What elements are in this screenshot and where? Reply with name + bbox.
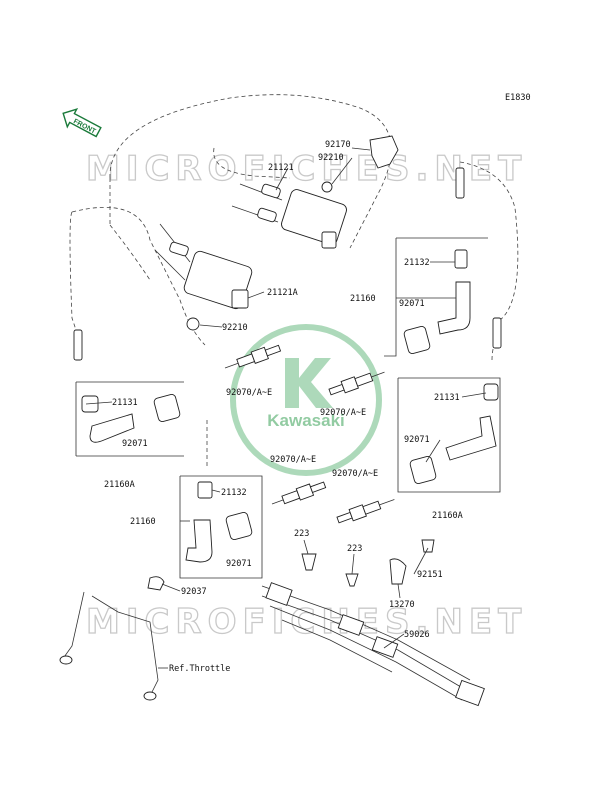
label-21132-low: 21132	[221, 488, 247, 498]
watermark-group: MICROFICHES.NET MICROFICHES.NET	[85, 148, 527, 642]
spark-plug-mid-left	[224, 344, 282, 369]
label-223-a: 223	[294, 529, 309, 539]
label-92070-low-right: 92070/A~E	[332, 469, 378, 479]
plug-cap-right-lower	[409, 383, 499, 484]
diagram-code: E1830	[505, 93, 531, 103]
part-labels: 92170 92210 21121 21121A 92210 21132 211…	[104, 140, 463, 674]
wiring-harness	[261, 539, 485, 707]
throttle-bracket	[59, 576, 165, 701]
label-92071-right-top: 92071	[399, 299, 425, 309]
label-92210-top: 92210	[318, 153, 344, 163]
label-21160A-left: 21160A	[104, 480, 135, 490]
label-21131-left: 21131	[112, 398, 138, 408]
label-59026: 59026	[404, 630, 430, 640]
spark-plug-low-right	[336, 499, 395, 524]
label-21160-right: 21160	[350, 294, 376, 304]
front-arrow-icon: FRONT	[62, 107, 102, 138]
label-92070-mid-right: 92070/A~E	[320, 408, 366, 418]
label-21121A: 21121A	[267, 288, 298, 298]
label-223-b: 223	[347, 544, 362, 554]
ignition-coil-lower	[154, 223, 253, 331]
logo-k-mark	[285, 358, 333, 408]
watermark-bottom: MICROFICHES.NET	[86, 602, 527, 642]
label-13270: 13270	[389, 600, 415, 610]
label-92151: 92151	[417, 570, 443, 580]
plug-cap-low	[185, 481, 253, 563]
label-92037: 92037	[181, 587, 207, 597]
label-21121: 21121	[268, 163, 294, 173]
leader-lines	[75, 147, 501, 669]
logo-ring	[230, 324, 382, 476]
spark-plug-low-left	[271, 481, 327, 505]
label-92210-mid: 92210	[222, 323, 248, 333]
label-21160A-right: 21160A	[432, 511, 463, 521]
label-92071-left: 92071	[122, 439, 148, 449]
label-92070-low-left: 92070/A~E	[270, 455, 316, 465]
label-92070-mid-left: 92070/A~E	[226, 388, 272, 398]
label-92170: 92170	[325, 140, 351, 150]
plug-cap-right-upper	[403, 167, 502, 354]
label-92071-low: 92071	[226, 559, 252, 569]
label-21131-right: 21131	[434, 393, 460, 403]
label-92071-right: 92071	[404, 435, 430, 445]
brand-name: Kawasaki	[267, 411, 345, 430]
spark-plug-mid-right	[328, 371, 385, 396]
label-ref-throttle: Ref.Throttle	[169, 664, 230, 674]
watermark-top: MICROFICHES.NET	[86, 149, 527, 189]
plug-cap-left	[73, 329, 181, 443]
clamp-92170	[369, 135, 399, 169]
kawasaki-logo: Kawasaki	[230, 324, 382, 476]
label-21132-top: 21132	[404, 258, 430, 268]
dashed-outlines	[69, 94, 519, 468]
label-21160-low: 21160	[130, 517, 156, 527]
ignition-coil-upper	[231, 181, 347, 249]
